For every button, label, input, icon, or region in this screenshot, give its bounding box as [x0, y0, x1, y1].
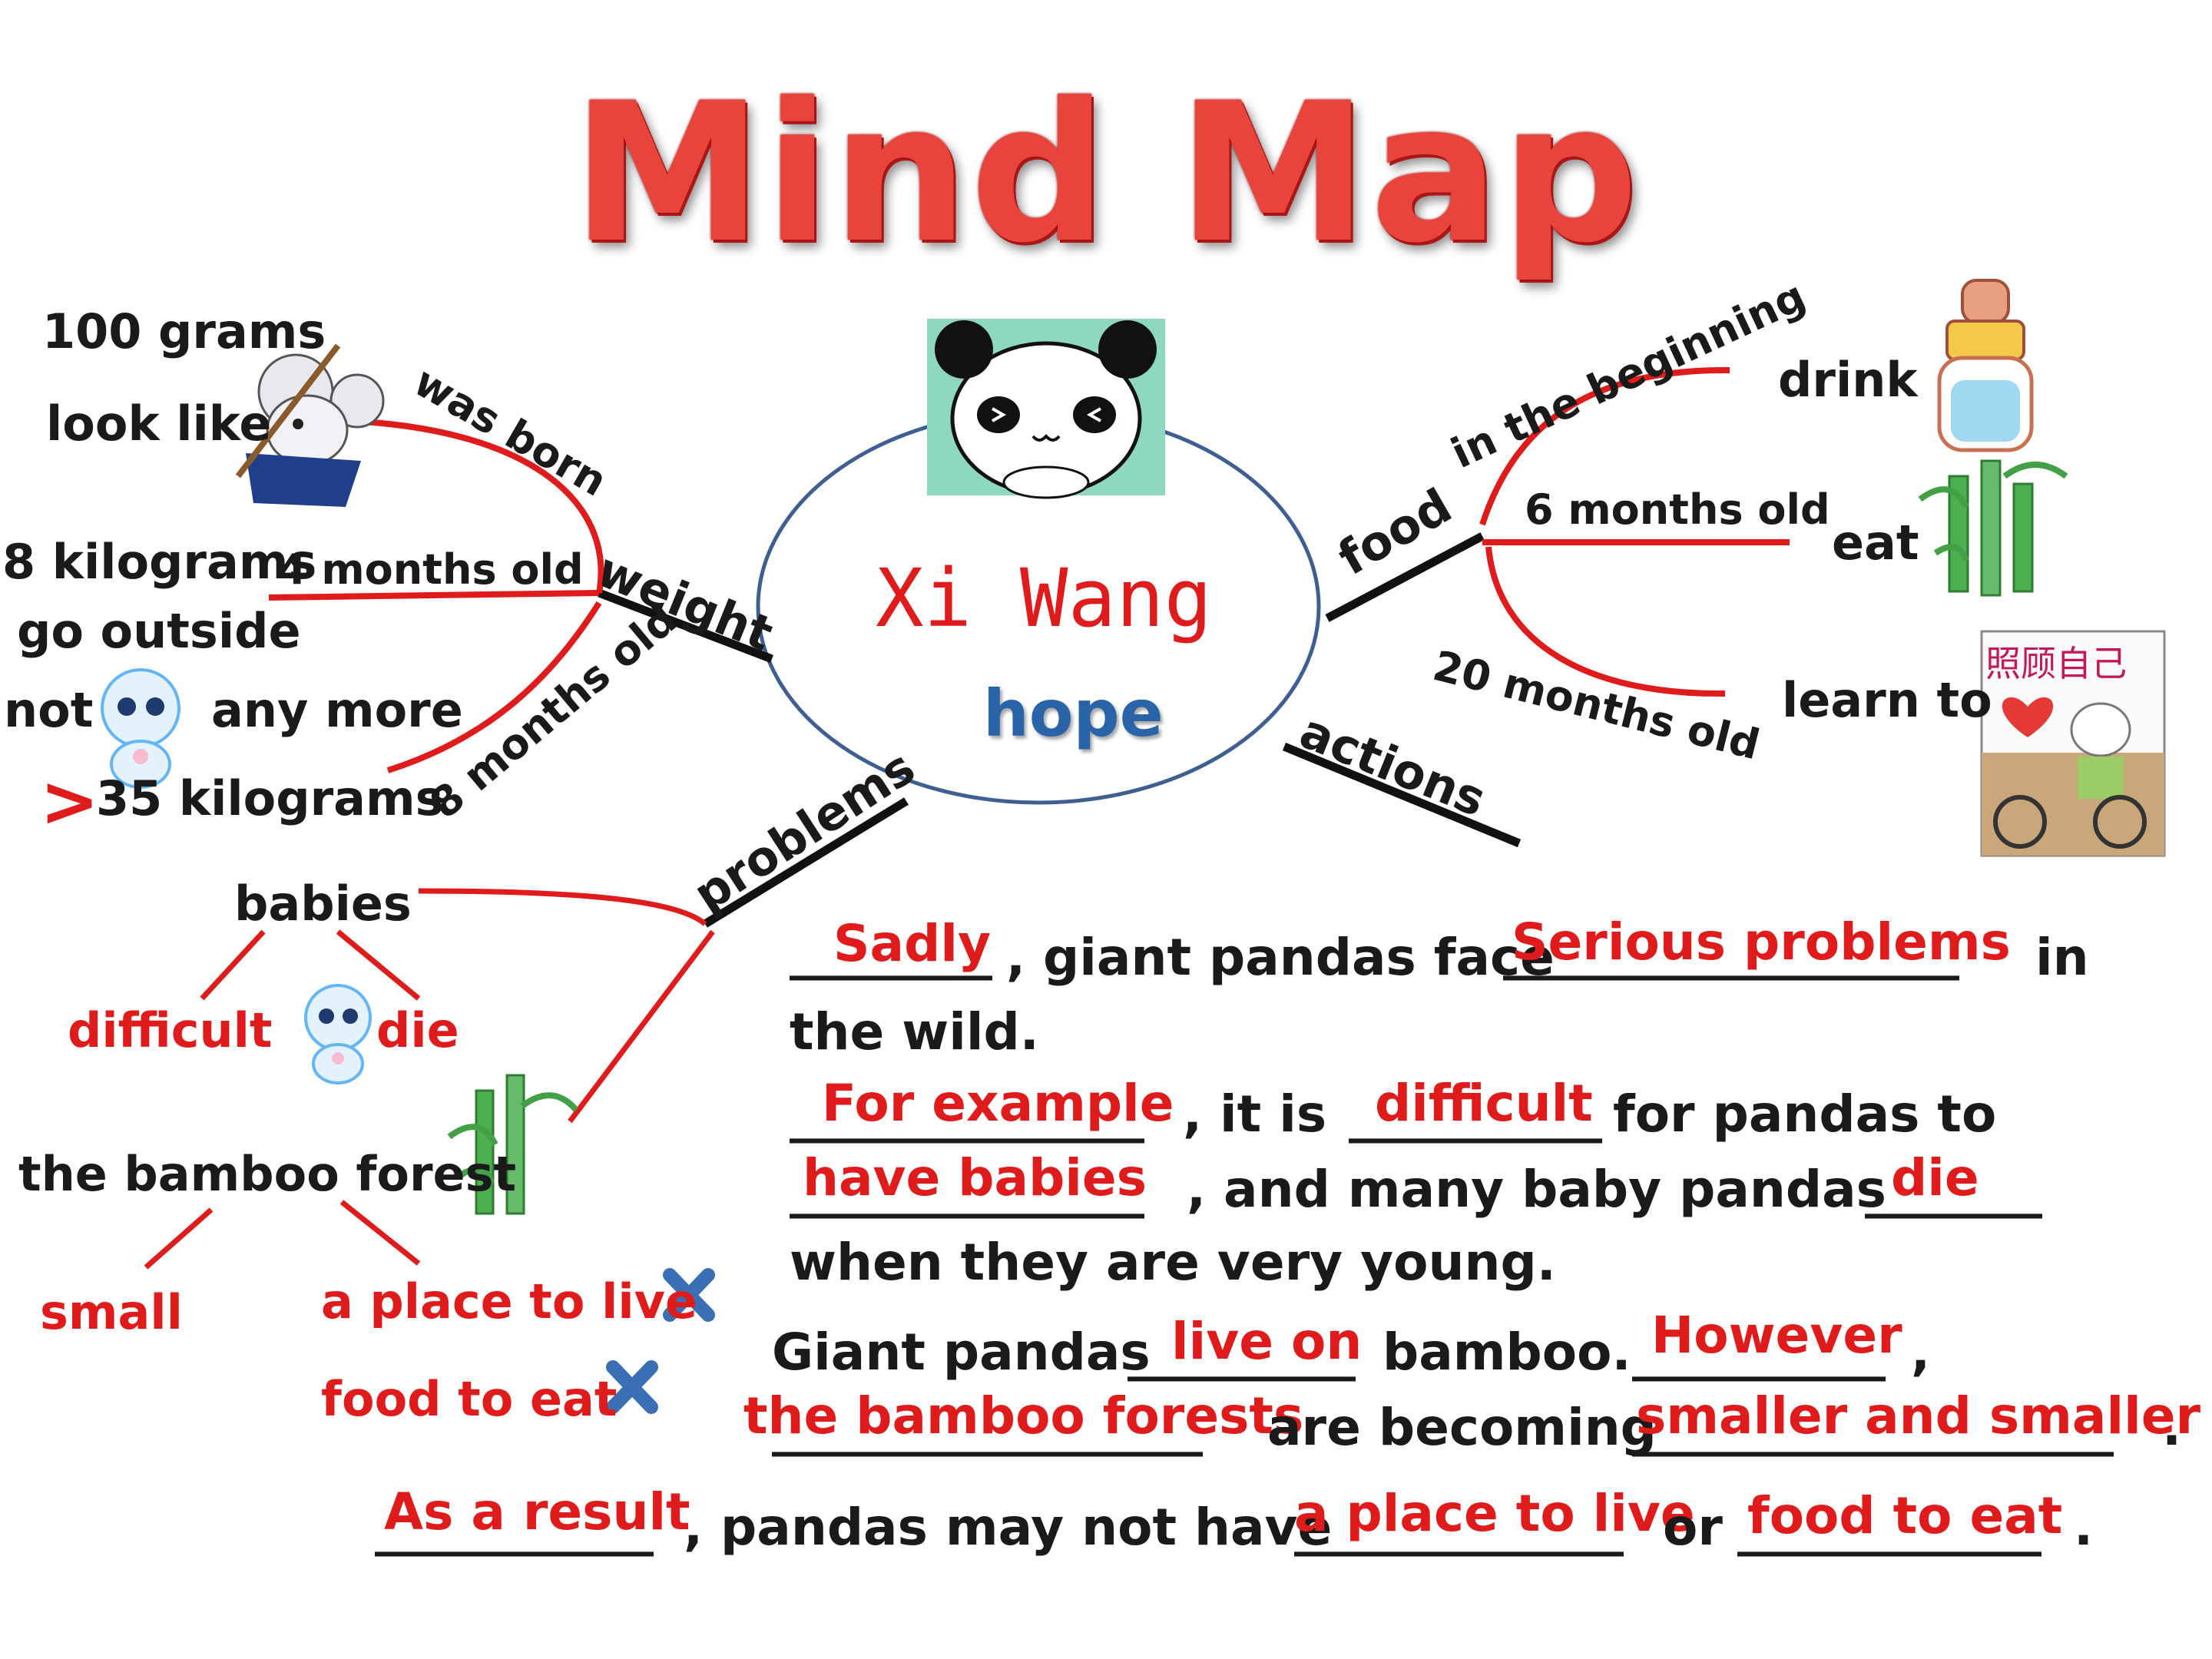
label-not: not: [4, 682, 94, 738]
bamboo-icon: [1918, 459, 2068, 597]
cartoon-baby-icon: [304, 984, 372, 1084]
answer-difficult: difficult: [1375, 1074, 1593, 1133]
was-born-curve: [349, 418, 604, 594]
blank: _____________: [1294, 1498, 1624, 1557]
answer-for-example: For example: [822, 1074, 1174, 1133]
passage-text: or: [1663, 1498, 1723, 1557]
forest-line: [568, 929, 715, 1124]
beginning-curve: [1479, 366, 1730, 526]
blank: _______: [1865, 1160, 2042, 1219]
passage-text: are becoming: [1267, 1398, 1657, 1457]
twenty-months-curve: [1485, 546, 1726, 697]
answer-die: die: [1891, 1148, 1979, 1207]
bamboo-icon: [447, 1074, 579, 1215]
blank: ______________: [790, 1084, 1144, 1144]
cross-mark-icon: [606, 1360, 658, 1414]
forest-place-line: [339, 1200, 421, 1266]
blank: __________________: [1503, 922, 1959, 981]
label-bamboo-forest: the bamboo forest: [18, 1146, 517, 1202]
passage-text: , it is: [1183, 1084, 1327, 1144]
passage-text: Giant pandas: [772, 1323, 1151, 1382]
label-small: small: [40, 1284, 183, 1340]
four-months-line: [268, 590, 600, 601]
blank: ___________: [375, 1498, 654, 1557]
blank: _________: [1128, 1323, 1356, 1382]
label-difficult: difficult: [68, 1002, 273, 1058]
passage-text: the wild.: [790, 1002, 1039, 1061]
blank: __________: [1349, 1084, 1602, 1144]
forest-small-line: [144, 1207, 214, 1270]
answer-however: However: [1651, 1306, 1902, 1365]
label-drink: drink: [1778, 352, 1918, 408]
care-sign-icon: [1980, 630, 2166, 857]
answer-place-to-live: a place to live: [1294, 1484, 1695, 1543]
actions-connector: [1282, 742, 1522, 848]
answer-live-on: live on: [1171, 1312, 1363, 1371]
label-go-outside: go outside: [17, 603, 301, 659]
passage-text: when they are very young.: [790, 1233, 1556, 1292]
answer-bamboo-forests: the bamboo forests: [743, 1386, 1304, 1445]
passage-text: , and many baby pandas: [1187, 1160, 1886, 1219]
label-babies: babies: [234, 876, 412, 932]
label-learn-to: learn to: [1782, 672, 1992, 728]
babies-curve: [418, 888, 707, 926]
babies-difficult-line: [200, 929, 266, 1001]
blank: _________________: [772, 1398, 1203, 1457]
babies-die-line: [336, 929, 421, 1001]
label-place-to-live: a place to live: [321, 1273, 698, 1330]
care-sign-text: 照顾自己: [1985, 643, 2127, 684]
page-title: Mind Map: [571, 61, 1641, 285]
label-food-to-eat: food to eat: [321, 1371, 618, 1427]
food-connector: [1325, 532, 1485, 622]
answer-sadly: Sadly: [833, 914, 991, 973]
cross-mark-icon: [663, 1268, 715, 1322]
label-six-months: 6 months old: [1525, 485, 1830, 534]
label-kilograms-35: 35 kilograms: [96, 770, 444, 826]
passage-text: .: [2074, 1498, 2094, 1557]
label-any-more: any more: [211, 682, 463, 738]
cartoon-baby-icon: [101, 668, 180, 789]
label-kilograms: 8 kilograms: [2, 534, 317, 590]
label-grams: 100 grams: [42, 303, 326, 359]
passage-text: ,: [1911, 1323, 1931, 1382]
eight-months-curve: [386, 601, 602, 773]
label-eat: eat: [1832, 515, 1919, 571]
panda-face-icon: [927, 319, 1165, 499]
answer-have-babies: have babies: [803, 1148, 1147, 1207]
baby-bottle-icon: [1937, 279, 2034, 452]
blank: ______________: [790, 1160, 1144, 1219]
label-look-like: look like: [46, 396, 272, 452]
passage-text: .: [2162, 1398, 2182, 1457]
blank: ____________: [1737, 1498, 2041, 1557]
blank: ___________________: [1632, 1398, 2114, 1457]
answer-smaller-and-smaller: smaller and smaller: [1636, 1386, 2201, 1445]
answer-serious-problems: Serious problems: [1512, 912, 2011, 972]
passage-text: bamboo.: [1382, 1323, 1631, 1382]
center-subtitle: hope: [983, 676, 1164, 751]
blank: ________: [790, 922, 992, 981]
passage-text: for pandas to: [1613, 1084, 1997, 1144]
passage-text: in: [2035, 928, 2089, 987]
greater-than-sign: >: [40, 760, 100, 843]
passage-text: , pandas may not have: [684, 1498, 1333, 1557]
answer-food-to-eat: food to eat: [1747, 1486, 2063, 1545]
label-four-months: 4 months old: [278, 545, 584, 594]
problems-connector: [703, 797, 909, 928]
answer-as-a-result: As a result: [384, 1482, 690, 1541]
center-name: Xi Wang: [876, 551, 1213, 645]
passage-text: , giant pandas face: [1006, 928, 1555, 987]
label-die: die: [376, 1002, 459, 1058]
cartoon-mouse-icon: [235, 343, 385, 507]
weight-connector: [598, 588, 773, 664]
blank: __________: [1632, 1323, 1886, 1382]
